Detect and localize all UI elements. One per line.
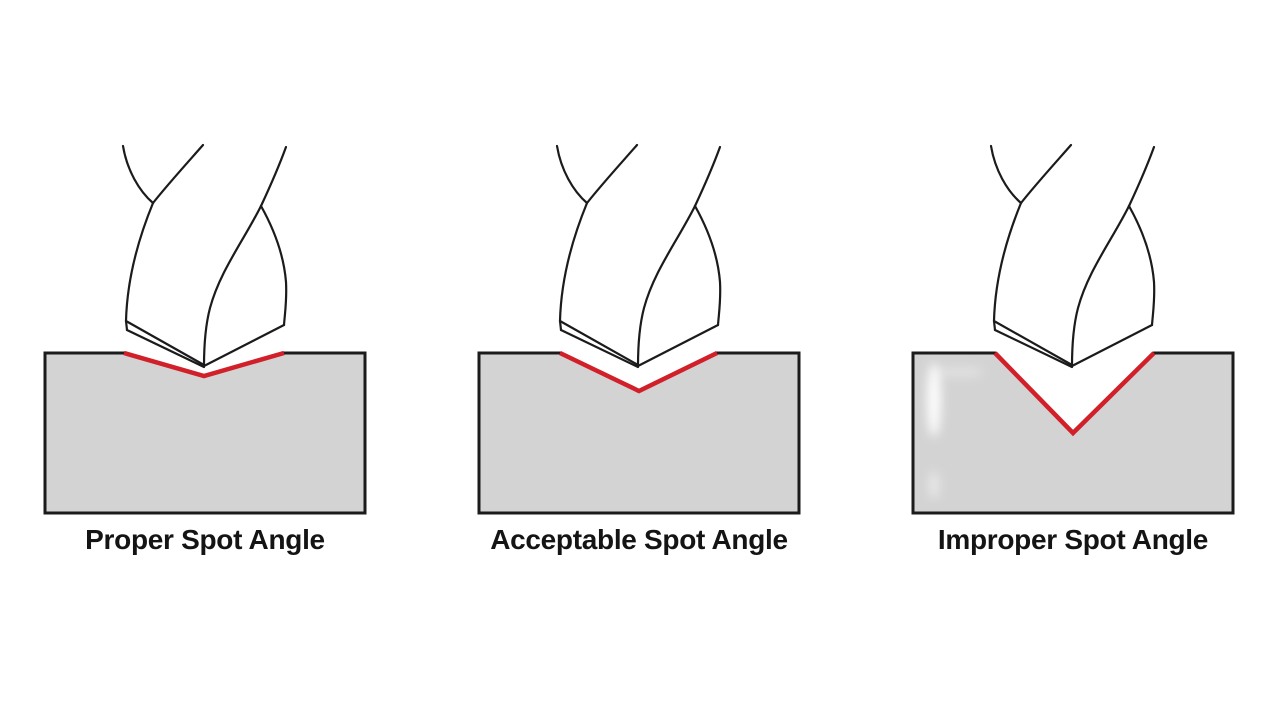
panel-label-improper: Improper Spot Angle (937, 524, 1209, 555)
panel-acceptable (477, 143, 801, 515)
workpiece-block (477, 351, 801, 515)
panel-label-proper: Proper Spot Angle (85, 524, 325, 555)
panel-proper (43, 143, 367, 515)
spot-notch (993, 351, 1156, 437)
drill-bit-icon (989, 143, 1156, 369)
drill-bit-icon (555, 143, 722, 369)
drill-bit-icon (121, 143, 288, 369)
panel-label-acceptable: Acceptable Spot Angle (490, 524, 788, 555)
spot-notch (559, 350, 718, 394)
panel-improper (911, 143, 1235, 515)
glare-highlight (927, 363, 984, 499)
spot-notch (123, 350, 285, 379)
